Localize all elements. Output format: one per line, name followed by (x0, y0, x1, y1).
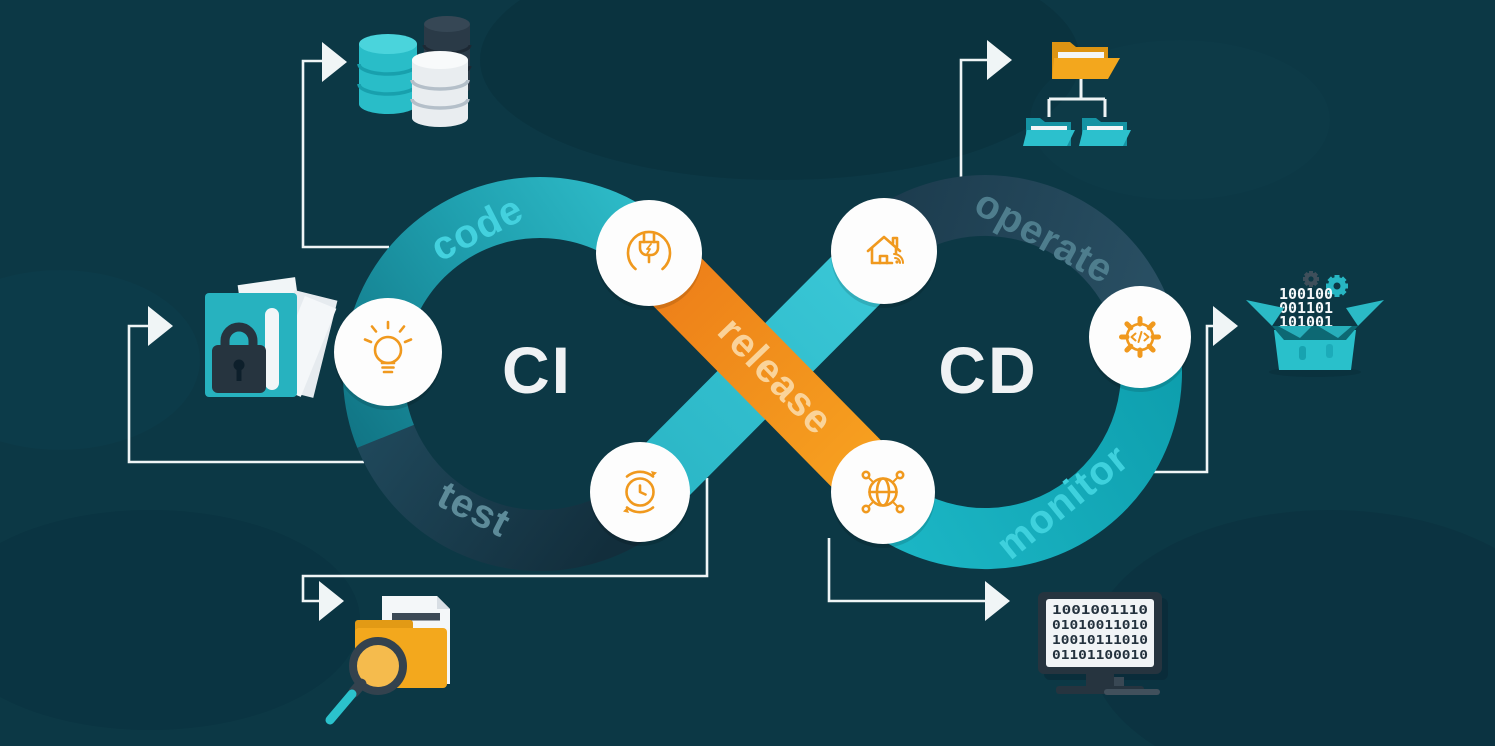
gear-code-icon (1119, 316, 1161, 358)
box-binary-line-2: 001101 (1279, 299, 1333, 317)
magnifier-icon (325, 637, 407, 725)
idea-badge (334, 298, 442, 410)
smart-home-wifi-icon (866, 235, 904, 265)
band-notch-left (648, 333, 711, 416)
cd-title: CD (938, 333, 1037, 407)
network-badge (831, 440, 935, 548)
child-folder-right (1079, 118, 1131, 146)
database-stack-icon (357, 16, 472, 127)
connector-to-folder-tree (959, 40, 1012, 178)
connector-to-database (301, 42, 389, 249)
monitor-binary-line-1: 1001001110 (1052, 602, 1148, 617)
database-teal-cylinder (357, 34, 419, 114)
schedule-badge (590, 442, 690, 546)
locked-folder-documents-icon (205, 277, 338, 398)
gear-small-teal-icon (1326, 275, 1348, 297)
monitor-binary-line-2: 01010011010 (1052, 617, 1148, 632)
deploy-badge (596, 200, 702, 310)
padlock-icon (212, 322, 266, 393)
database-white-cylinder (410, 51, 470, 127)
lightbulb-idea-icon (363, 320, 413, 374)
connector-to-binary-monitor (827, 538, 1010, 621)
operate-badge (831, 198, 937, 308)
box-binary-line-1: 100100 (1279, 285, 1333, 303)
monitor-binary-line-4: 01101100010 (1052, 647, 1148, 662)
globe-network-icon (861, 470, 905, 514)
child-folder-left (1023, 118, 1075, 146)
release-cross-band (609, 214, 923, 530)
binary-monitor-icon: 1001001110 01010011010 10010111010 01101… (1038, 592, 1168, 695)
monitor-binary-line-3: 10010111010 (1052, 632, 1148, 647)
connector-to-package-box (1154, 306, 1238, 474)
gear-small-dark-icon (1303, 271, 1319, 287)
folder-tree-icon (1023, 42, 1131, 146)
cd-loop-ring (845, 174, 1183, 570)
ci-title: CI (502, 333, 572, 407)
band-notch-right (819, 333, 882, 416)
power-plug-icon (626, 230, 672, 271)
ci-loop-ring (342, 176, 675, 572)
search-documents-folder-icon (325, 596, 450, 725)
build-badge (1089, 286, 1191, 392)
clock-refresh-icon (623, 470, 657, 514)
package-box-binary-icon: 100100 001101 101001 (1246, 271, 1384, 377)
connector-to-search-documents (301, 478, 709, 621)
connector-to-locked-folder (127, 306, 364, 464)
